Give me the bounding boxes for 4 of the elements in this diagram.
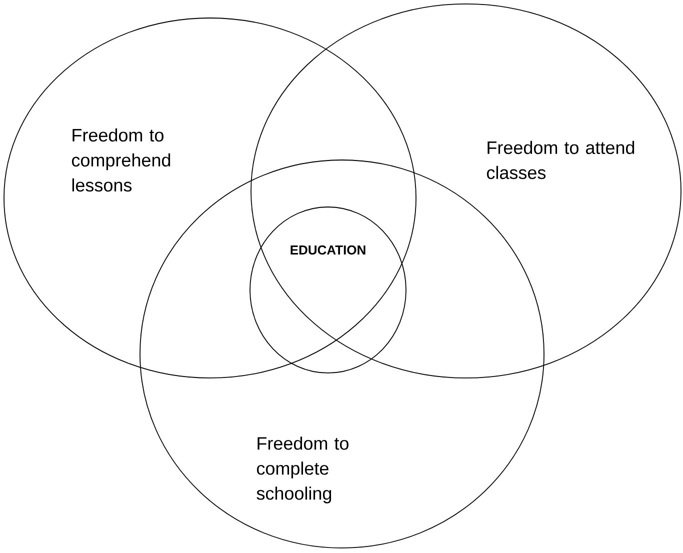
circle-label: Freedom to attend classes	[486, 140, 634, 180]
circle-label: Freedom to complete schooling	[256, 436, 348, 504]
circle-label: EDUCATION	[290, 245, 366, 255]
circle-label: Freedom to comprehend lessons	[72, 128, 170, 192]
